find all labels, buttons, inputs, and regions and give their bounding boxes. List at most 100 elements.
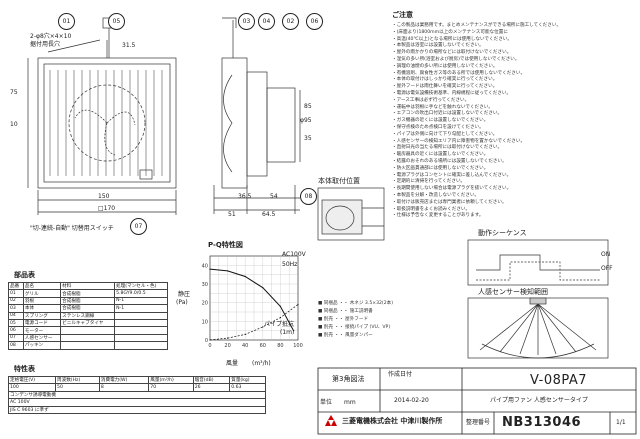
pq-xtick: 0 bbox=[208, 343, 211, 349]
note-item: ・パイプは外側に向けて下り勾配としてください。 bbox=[392, 131, 498, 137]
dim-85: 85 bbox=[304, 103, 312, 110]
pq-point bbox=[227, 337, 229, 339]
note-item: ・屋外フードは雨仕舞いを確実に行ってください。 bbox=[392, 84, 498, 90]
note-item: ・取付けは販売店または専門業者に依頼してください。 bbox=[392, 199, 507, 205]
note-item: ・保守点検のため点検口を設けてください。 bbox=[392, 124, 484, 130]
pq-curve-label: パイプ抵抗 bbox=[264, 321, 295, 328]
note-item: ・本体の取付けはしっかり確実に行ってください。 bbox=[392, 77, 498, 83]
pq-ytick: 10 bbox=[202, 319, 208, 325]
pq-ytick: 30 bbox=[202, 282, 208, 288]
pq-xlabel: 風量 bbox=[226, 360, 239, 367]
callout-02: 02 bbox=[282, 13, 299, 30]
dim-10: 10 bbox=[10, 121, 18, 128]
note-item: ・仕様は予告なく変更することがあります。 bbox=[392, 213, 484, 219]
projection-label: 第3角図法 bbox=[332, 375, 365, 383]
note-item: ・アース工事は必ず行ってください。 bbox=[392, 97, 470, 103]
notes-list: ・この製品は業務用です。まとめメンテナンスができる場所に施工してください。・(床… bbox=[392, 22, 634, 219]
note-item: ・電源は電気設備技術基準、内線規程に従ってください。 bbox=[392, 90, 512, 96]
accessory-item: ■ 別売 ・・ 風量ダンパー bbox=[318, 333, 373, 338]
pq-xtick: 60 bbox=[260, 343, 266, 349]
note-item: ・本製品は浴室には設置しないでください。 bbox=[392, 43, 484, 49]
callout-08: 08 bbox=[300, 188, 317, 205]
pq-point bbox=[279, 305, 281, 307]
sequence-diagram bbox=[467, 239, 609, 286]
pq-yunit: (Pa) bbox=[176, 299, 188, 306]
accessory-item: ■ 別売 ・・ 接続パイプ (VU、VP) bbox=[318, 325, 391, 330]
pq-ytick: 20 bbox=[202, 301, 208, 307]
note-item: ・本製品を分解・改造しないでください。 bbox=[392, 192, 480, 198]
note-item: ・直射日光の当たる場所には取付けないでください。 bbox=[392, 145, 503, 151]
pq-point bbox=[297, 303, 299, 306]
page-number: 1/1 bbox=[616, 419, 626, 426]
model-subtitle: パイプ用ファン 人感センサータイプ bbox=[490, 397, 588, 404]
accessory-list: ■ 同梱品 ・・ 木ネジ 3.5×32(2本) ■ 同梱品 ・・ 施工説明書 ■ 別… bbox=[318, 300, 458, 340]
note-item: ・暖房器具の近くには設置しないでください。 bbox=[392, 152, 489, 158]
pq-point bbox=[209, 339, 211, 341]
date-label: 作成日付 bbox=[388, 371, 413, 378]
accessory-item: ■ 同梱品 ・・ 施工説明書 bbox=[318, 309, 373, 314]
drawing-number: NB313046 bbox=[502, 415, 582, 430]
parts-title: 部品表 bbox=[14, 271, 35, 279]
note-item: ・運転中は羽根に手などを触れないでください。 bbox=[392, 104, 493, 110]
spec-note-jis: JIS C 9603 に準ず bbox=[8, 405, 266, 414]
note-item: ・この製品は業務用です。まとめメンテナンスができる場所に施工してください。 bbox=[392, 23, 562, 28]
pq-point bbox=[209, 268, 211, 270]
note-item: ・定期的に清掃を行ってください。 bbox=[392, 179, 466, 185]
note-item: ・結露のおそれのある場所には設置しないでください。 bbox=[392, 158, 507, 164]
pq-point bbox=[244, 275, 246, 278]
pq-ytick: 40 bbox=[202, 263, 208, 269]
dim-36: 36.5 bbox=[238, 193, 252, 200]
dim-95: φ95 bbox=[300, 117, 312, 124]
pq-freq: 50Hz bbox=[282, 261, 298, 268]
mitsubishi-logo bbox=[325, 415, 337, 426]
accessory-item: ■ 同梱品 ・・ 木ネジ 3.5×32(2本) bbox=[318, 301, 394, 306]
company-name: 三菱電機株式会社 中津川製作所 bbox=[342, 417, 443, 425]
dim-51: 51 bbox=[228, 211, 236, 218]
pq-point bbox=[279, 317, 281, 319]
grille-lines bbox=[49, 70, 163, 176]
note-item: ・ガス機器の近くには設置しないでください。 bbox=[392, 118, 489, 124]
accessory-item: ■ 別売 ・・ 屋外フード bbox=[318, 317, 369, 322]
pq-note: AC100V bbox=[282, 251, 306, 258]
pq-point bbox=[262, 287, 264, 289]
dim-54: 54 bbox=[270, 193, 278, 200]
parts-cell bbox=[114, 341, 168, 350]
section-label: 本体取付位置 bbox=[318, 177, 360, 185]
spec-table: 定格電圧(V)周波数(Hz)消費電力(W)風量(m³/h)騒音(dB)質量(kg… bbox=[7, 375, 266, 414]
sequence-on: ON bbox=[601, 251, 611, 258]
pq-title: P-Q特性図 bbox=[208, 241, 243, 249]
pq-xtick: 40 bbox=[242, 343, 248, 349]
pq-ylabel: 静圧 bbox=[178, 291, 191, 298]
parts-cell: パッキン bbox=[22, 341, 62, 350]
note-item: ・湿気の多い所(浴室および厨房)では使用しないでください。 bbox=[392, 56, 520, 62]
note-item: ・(床面より)1800mm以上のメンテナンス可能な位置に bbox=[392, 29, 508, 35]
pq-xtick: 100 bbox=[293, 343, 303, 349]
note-item: ・有機溶剤、腐食性ガス等のある所では使用しないでください。 bbox=[392, 70, 526, 76]
dim-wire: 31.5 bbox=[122, 42, 136, 49]
note-item: ・防火区画貫通部には使用しないでください。 bbox=[392, 165, 489, 171]
pq-point bbox=[262, 326, 264, 328]
pq-point bbox=[227, 270, 229, 272]
dim-switch-note: "切-連続-自動" 切替用スイッチ bbox=[30, 225, 114, 232]
notes-title: ご注意 bbox=[392, 11, 413, 19]
pq-point bbox=[293, 330, 295, 332]
callout-04: 04 bbox=[258, 13, 275, 30]
pq-xtick: 20 bbox=[224, 343, 230, 349]
dim-75: 75 bbox=[10, 89, 18, 96]
note-item: ・電源プラグはコンセントに確実に差し込んでください。 bbox=[392, 172, 512, 178]
callout-01: 01 bbox=[58, 13, 75, 30]
pq-length-label: (1m) bbox=[280, 329, 295, 336]
note-item: ・エアコンの吹出口付近には設置しないでください。 bbox=[392, 111, 503, 117]
unit-value: mm bbox=[344, 399, 356, 406]
pq-point bbox=[244, 333, 246, 335]
parts-cell bbox=[60, 341, 116, 350]
callout-06: 06 bbox=[306, 13, 323, 30]
dim-150: 150 bbox=[98, 193, 110, 200]
callout-05: 05 bbox=[108, 13, 125, 30]
spec-title: 特性表 bbox=[14, 365, 35, 373]
drawing-no-label: 整理番号 bbox=[466, 419, 491, 426]
